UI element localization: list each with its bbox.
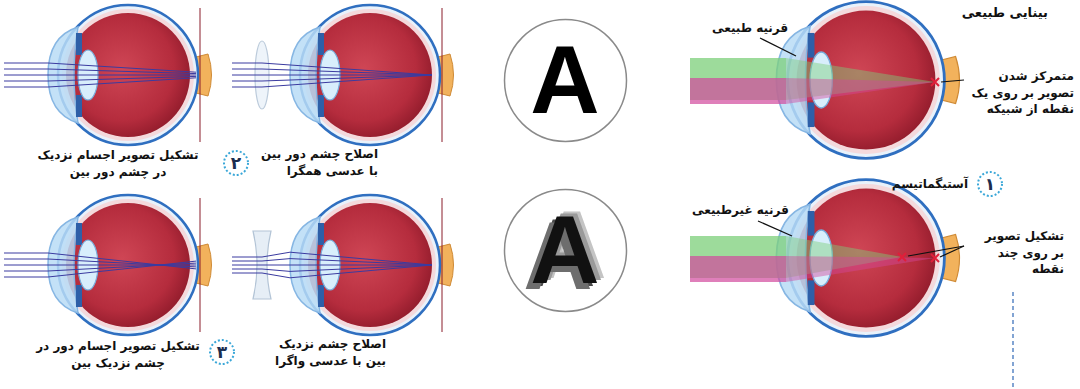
- sample-letter: A: [530, 32, 599, 128]
- eye-figure: [776, 2, 959, 159]
- separator-line: [1012, 292, 1014, 389]
- vision-sample-circle: A: [503, 188, 628, 313]
- light-beam: [690, 58, 935, 104]
- annotation-label: متمرکز شدن تصویر بر روی یک نقطه از شبیکه: [970, 68, 1074, 118]
- leader-line: [758, 38, 964, 257]
- callout-circle: ۳: [208, 338, 236, 366]
- annotation-label: بینایی طبیعی: [928, 4, 1048, 22]
- circle-shape: [210, 340, 234, 364]
- light-beam: [690, 236, 935, 282]
- annotation-label: قرنیه غیرطبیعی: [692, 202, 789, 219]
- circle-shape: [978, 172, 1002, 196]
- annotation-label: آستیگماتیسم: [892, 176, 968, 193]
- annotation-label: تشکیل تصویر بر روی چند نقطه: [969, 228, 1064, 278]
- vision-sample-circle: A: [503, 18, 628, 143]
- circle-shape: [224, 151, 248, 175]
- circle-shape: [504, 189, 626, 311]
- sample-letter: A: [530, 202, 599, 298]
- focus-mark: [898, 78, 939, 262]
- callout-number: ۱: [985, 176, 995, 193]
- callout-circle: ۲: [222, 149, 250, 177]
- annotation-label: تشکیل تصویر اجسام نزدیک در چشم دور بین: [29, 147, 207, 180]
- image-plane: [200, 8, 442, 332]
- callout-number: ۲: [231, 155, 241, 172]
- light-rays: [4, 63, 432, 278]
- callout-number: ۳: [217, 344, 227, 361]
- circle-shape: [504, 19, 626, 141]
- eye-figure: [776, 180, 959, 337]
- callout-circle: ۱: [976, 170, 1004, 198]
- annotation-label: اصلاح چشم دور بین با عدسی همگرا: [250, 146, 378, 179]
- annotation-label: اصلاح چشم نزدیک بین با عدسی واگرا: [262, 336, 386, 369]
- annotation-label: قرنیه طبیعی: [712, 20, 788, 37]
- annotation-label: تشکیل تصویر اجسام دور در چشم نزدیک بین: [29, 338, 207, 371]
